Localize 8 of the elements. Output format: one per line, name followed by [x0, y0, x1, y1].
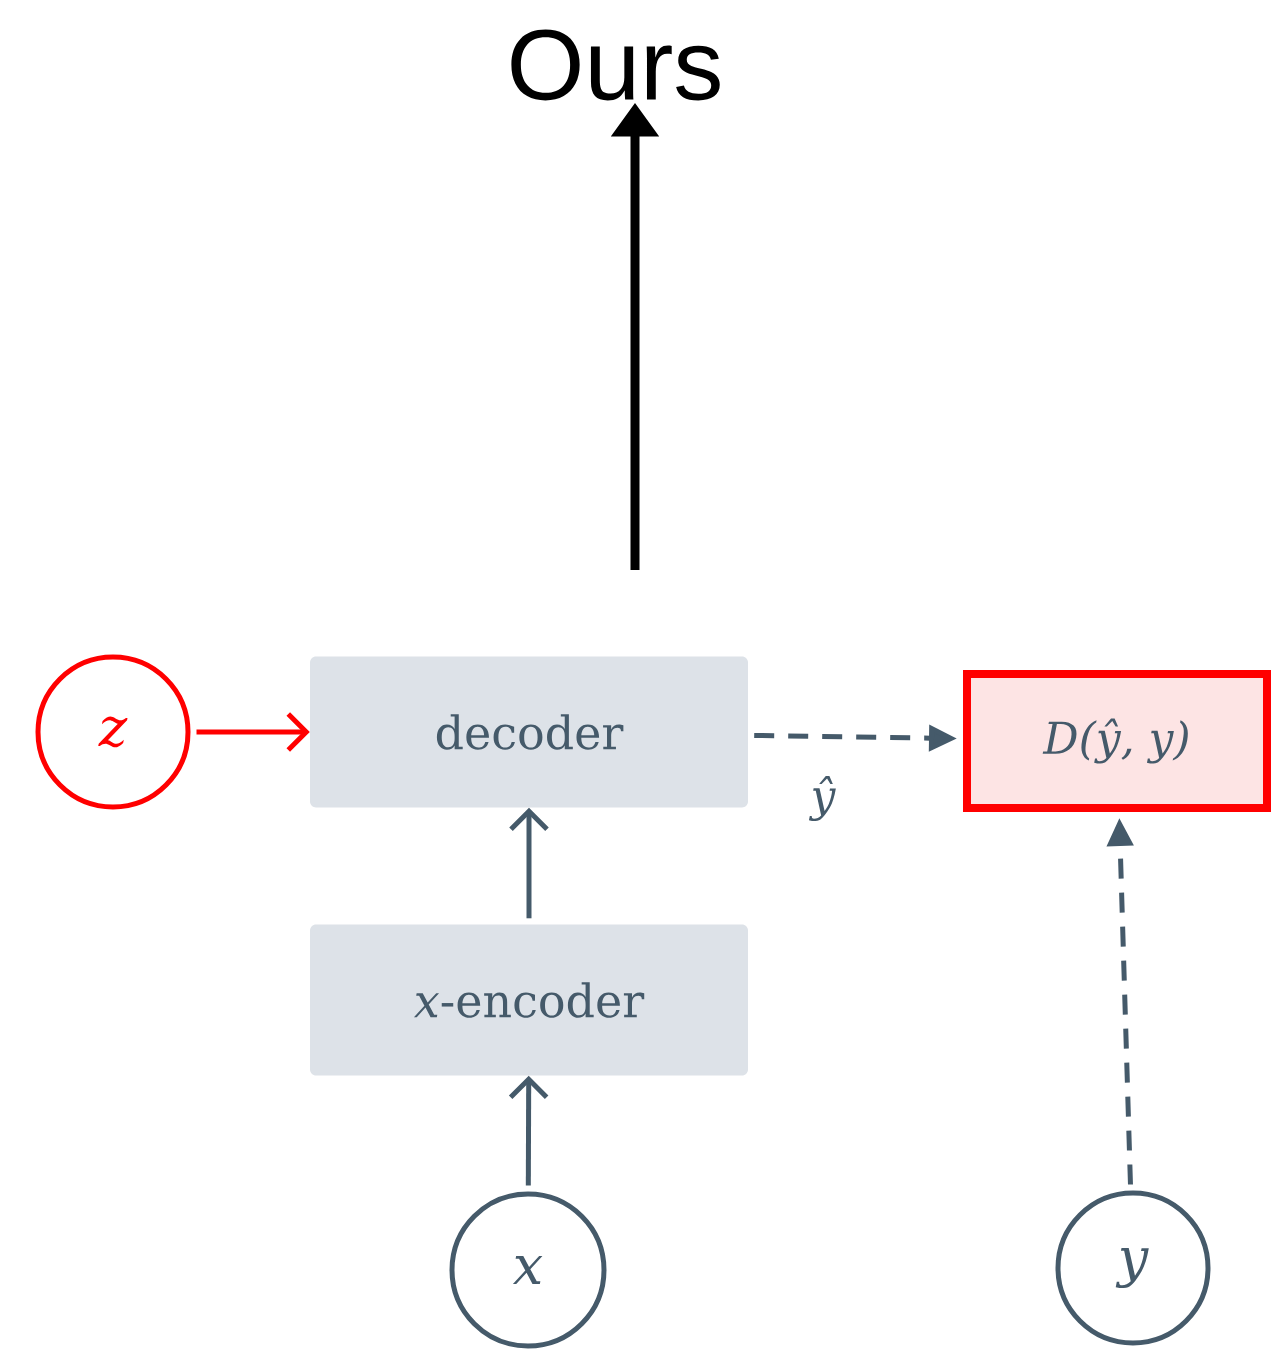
edge-label: ŷ — [808, 776, 836, 821]
process-box: decoder — [310, 656, 748, 808]
arrow — [508, 1075, 549, 1186]
heading-text: Ours — [511, 29, 720, 101]
arrow — [509, 807, 549, 919]
process-box: x-encoder — [310, 924, 748, 1076]
discriminator-box: D(ŷ, y) — [963, 670, 1271, 812]
arrow — [196, 712, 310, 752]
